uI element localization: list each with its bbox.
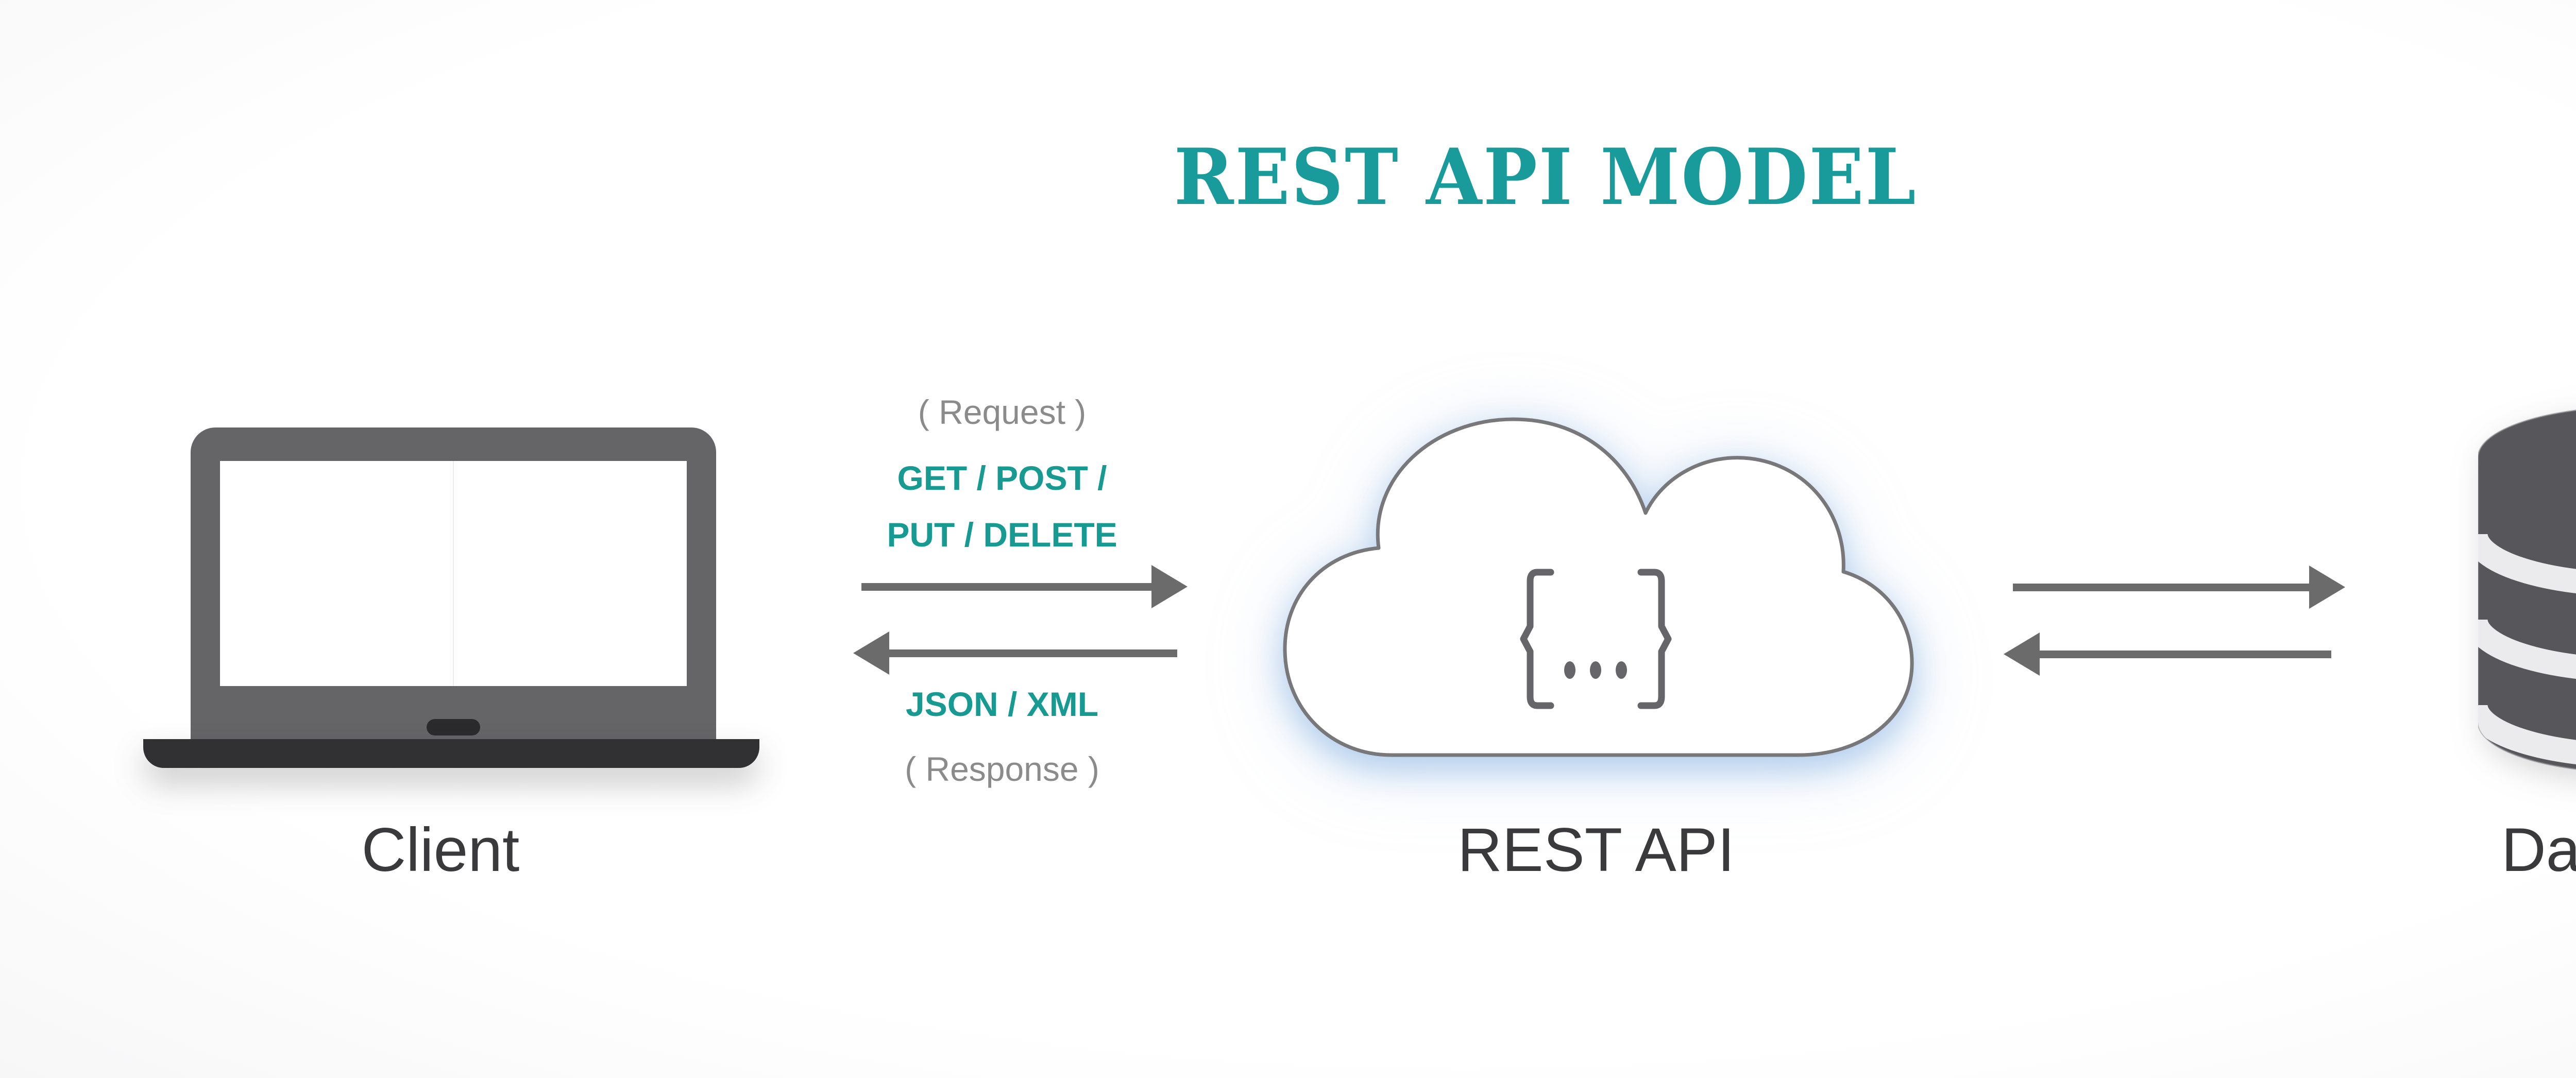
client-to-api-arrow-right-icon — [861, 565, 1188, 608]
code-braces-icon — [1520, 569, 1672, 709]
ellipsis-dots — [1564, 661, 1627, 679]
response-format: JSON / XML — [905, 685, 1099, 723]
request-caption: ( Request ) — [918, 393, 1087, 431]
page-title: REST API MODEL — [1174, 132, 1918, 223]
arrow-head — [853, 631, 889, 675]
screen-seam — [453, 461, 454, 686]
arrow-head — [1151, 565, 1188, 608]
laptop-screen — [220, 461, 687, 686]
arrow-shaft — [861, 583, 1151, 591]
cloud-icon — [1283, 417, 1914, 757]
response-caption: ( Response ) — [905, 750, 1099, 788]
arrow-shaft — [889, 649, 1177, 657]
laptop-icon — [191, 427, 716, 739]
request-methods-line1: GET / POST / — [897, 459, 1107, 497]
request-methods-line2: PUT / DELETE — [887, 516, 1117, 554]
rest-api-label: REST API — [1457, 815, 1735, 884]
api-to-database-arrow-right-icon — [2013, 566, 2345, 609]
api-to-client-arrow-left-icon — [853, 631, 1177, 675]
laptop-base — [143, 739, 759, 768]
laptop-notch — [427, 719, 480, 735]
database-label: Database — [2501, 815, 2576, 884]
database-to-api-arrow-left-icon — [2004, 632, 2331, 676]
database-icon — [2478, 409, 2576, 770]
client-label: Client — [361, 815, 520, 884]
arrow-head — [2004, 632, 2040, 676]
arrow-shaft — [2040, 650, 2331, 658]
arrow-shaft — [2013, 583, 2309, 591]
arrow-head — [2309, 566, 2345, 609]
